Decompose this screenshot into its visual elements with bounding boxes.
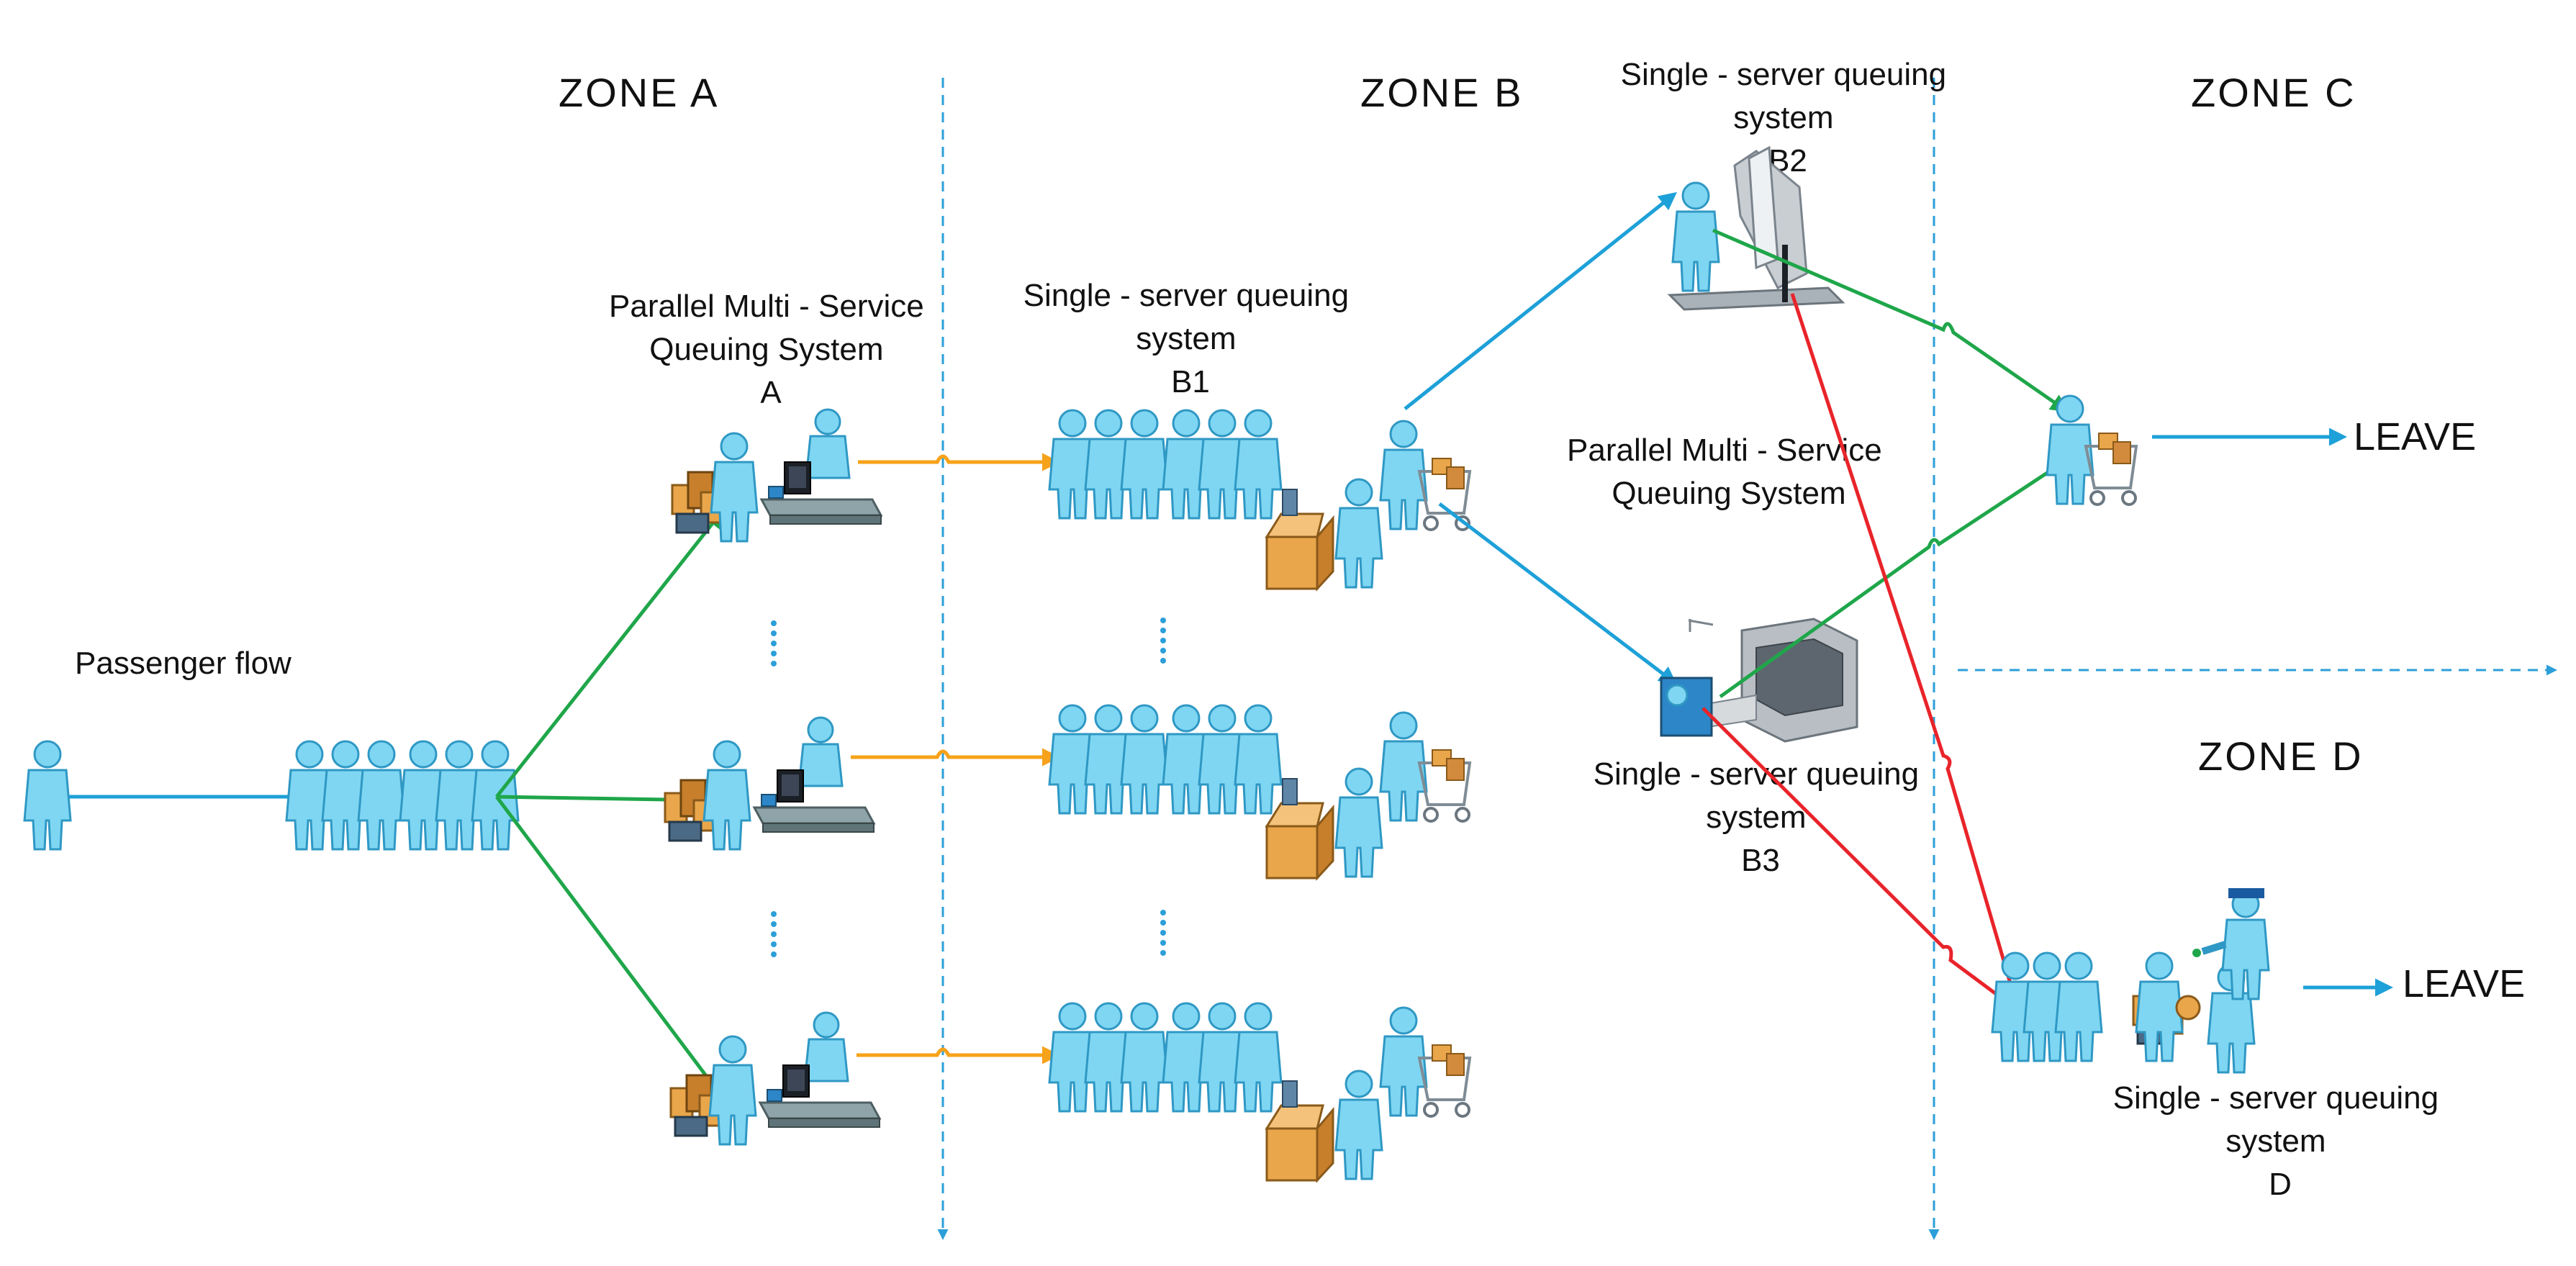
system-a-label-line1: Parallel Multi - Service <box>609 289 924 324</box>
flow-arrow-a-top <box>495 510 724 798</box>
flow-arrow-a-bottom <box>495 795 723 1097</box>
system-d-label: Single - server queuing system D <box>2113 1080 2448 1202</box>
parcel-counter-2 <box>1267 769 1382 878</box>
system-b3-label-line2: system <box>1706 800 1806 835</box>
zone-c-title: ZONE C <box>2191 70 2356 115</box>
system-b1-label-line1: Single - server queuing <box>1023 278 1349 313</box>
system-b-parallel-label: Parallel Multi - Service Queuing System <box>1567 433 1891 511</box>
system-d-label-line2: system <box>2225 1123 2326 1159</box>
flow-arrow-b3-to-d <box>1701 707 2016 1008</box>
flow-arrow-orange-2 <box>851 748 1060 767</box>
queue-b1-3 <box>1049 1003 1281 1111</box>
passenger-flow-label: Passenger flow <box>75 646 292 681</box>
flow-arrow-b3-to-c <box>1719 458 2069 699</box>
system-b3-label: Single - server queuing system B3 <box>1594 756 1928 878</box>
cart-passenger-3 <box>1380 1008 1470 1116</box>
xray-machine-b3 <box>1660 618 1858 743</box>
zone-b-title: ZONE B <box>1360 70 1523 115</box>
system-b1-label: Single - server queuing system B1 <box>1023 278 1358 399</box>
flow-arrow-orange-3 <box>857 1046 1060 1064</box>
system-b3-label-line3: B3 <box>1741 843 1780 878</box>
system-b2-label-line1: Single - server queuing <box>1621 57 1946 92</box>
ellipsis-zone-a <box>771 620 777 957</box>
leave-d-label: LEAVE <box>2403 962 2525 1005</box>
zone-d-title: ZONE D <box>2198 733 2364 779</box>
police-officer-icon <box>2192 888 2270 1000</box>
queue-b1-1 <box>1049 410 1281 518</box>
ellipsis-zone-b <box>1160 618 1166 956</box>
system-b1-label-line3: B1 <box>1171 364 1210 399</box>
customs-check-d <box>2132 951 2256 1074</box>
security-scanner-b2 <box>1667 145 1845 311</box>
checkin-station-3 <box>671 1013 880 1144</box>
flow-arrow-b2-to-c <box>1712 228 2069 412</box>
queue-b1-2 <box>1049 705 1281 813</box>
flow-arrow-orange-1 <box>858 453 1060 471</box>
leave-c-label: LEAVE <box>2354 415 2476 458</box>
parcel-counter-3 <box>1267 1071 1382 1180</box>
system-d-label-line1: Single - server queuing <box>2113 1080 2439 1116</box>
system-b-parallel-label-line1: Parallel Multi - Service <box>1567 433 1882 468</box>
system-b-parallel-label-line2: Queuing System <box>1612 476 1845 511</box>
flow-arrow-to-b3 <box>1438 502 1677 685</box>
cart-passenger-2 <box>1380 713 1470 821</box>
cart-passenger-zone-c <box>2047 396 2136 505</box>
parcel-counter-1 <box>1267 479 1382 589</box>
passenger-icon <box>23 740 72 851</box>
system-a-label: Parallel Multi - Service Queuing System … <box>609 289 933 410</box>
system-a-label-line2: Queuing System <box>649 332 883 367</box>
zone-a-title: ZONE A <box>559 70 719 115</box>
system-a-label-line3: A <box>760 375 782 410</box>
system-b2-label-line2: system <box>1733 100 1833 135</box>
cart-passenger-1 <box>1380 421 1470 530</box>
queue-zone-d <box>1991 951 2103 1062</box>
flow-arrow-to-b2 <box>1404 191 1677 410</box>
system-b2-label: Single - server queuing system B2 <box>1621 57 1956 178</box>
checkin-station-2 <box>665 718 874 849</box>
flow-arrow-b2-to-d <box>1790 293 2020 1004</box>
checkin-station-1 <box>672 410 881 541</box>
system-b1-label-line2: system <box>1136 321 1236 356</box>
queue-zone-a <box>286 741 518 849</box>
system-d-label-line3: D <box>2269 1167 2292 1202</box>
